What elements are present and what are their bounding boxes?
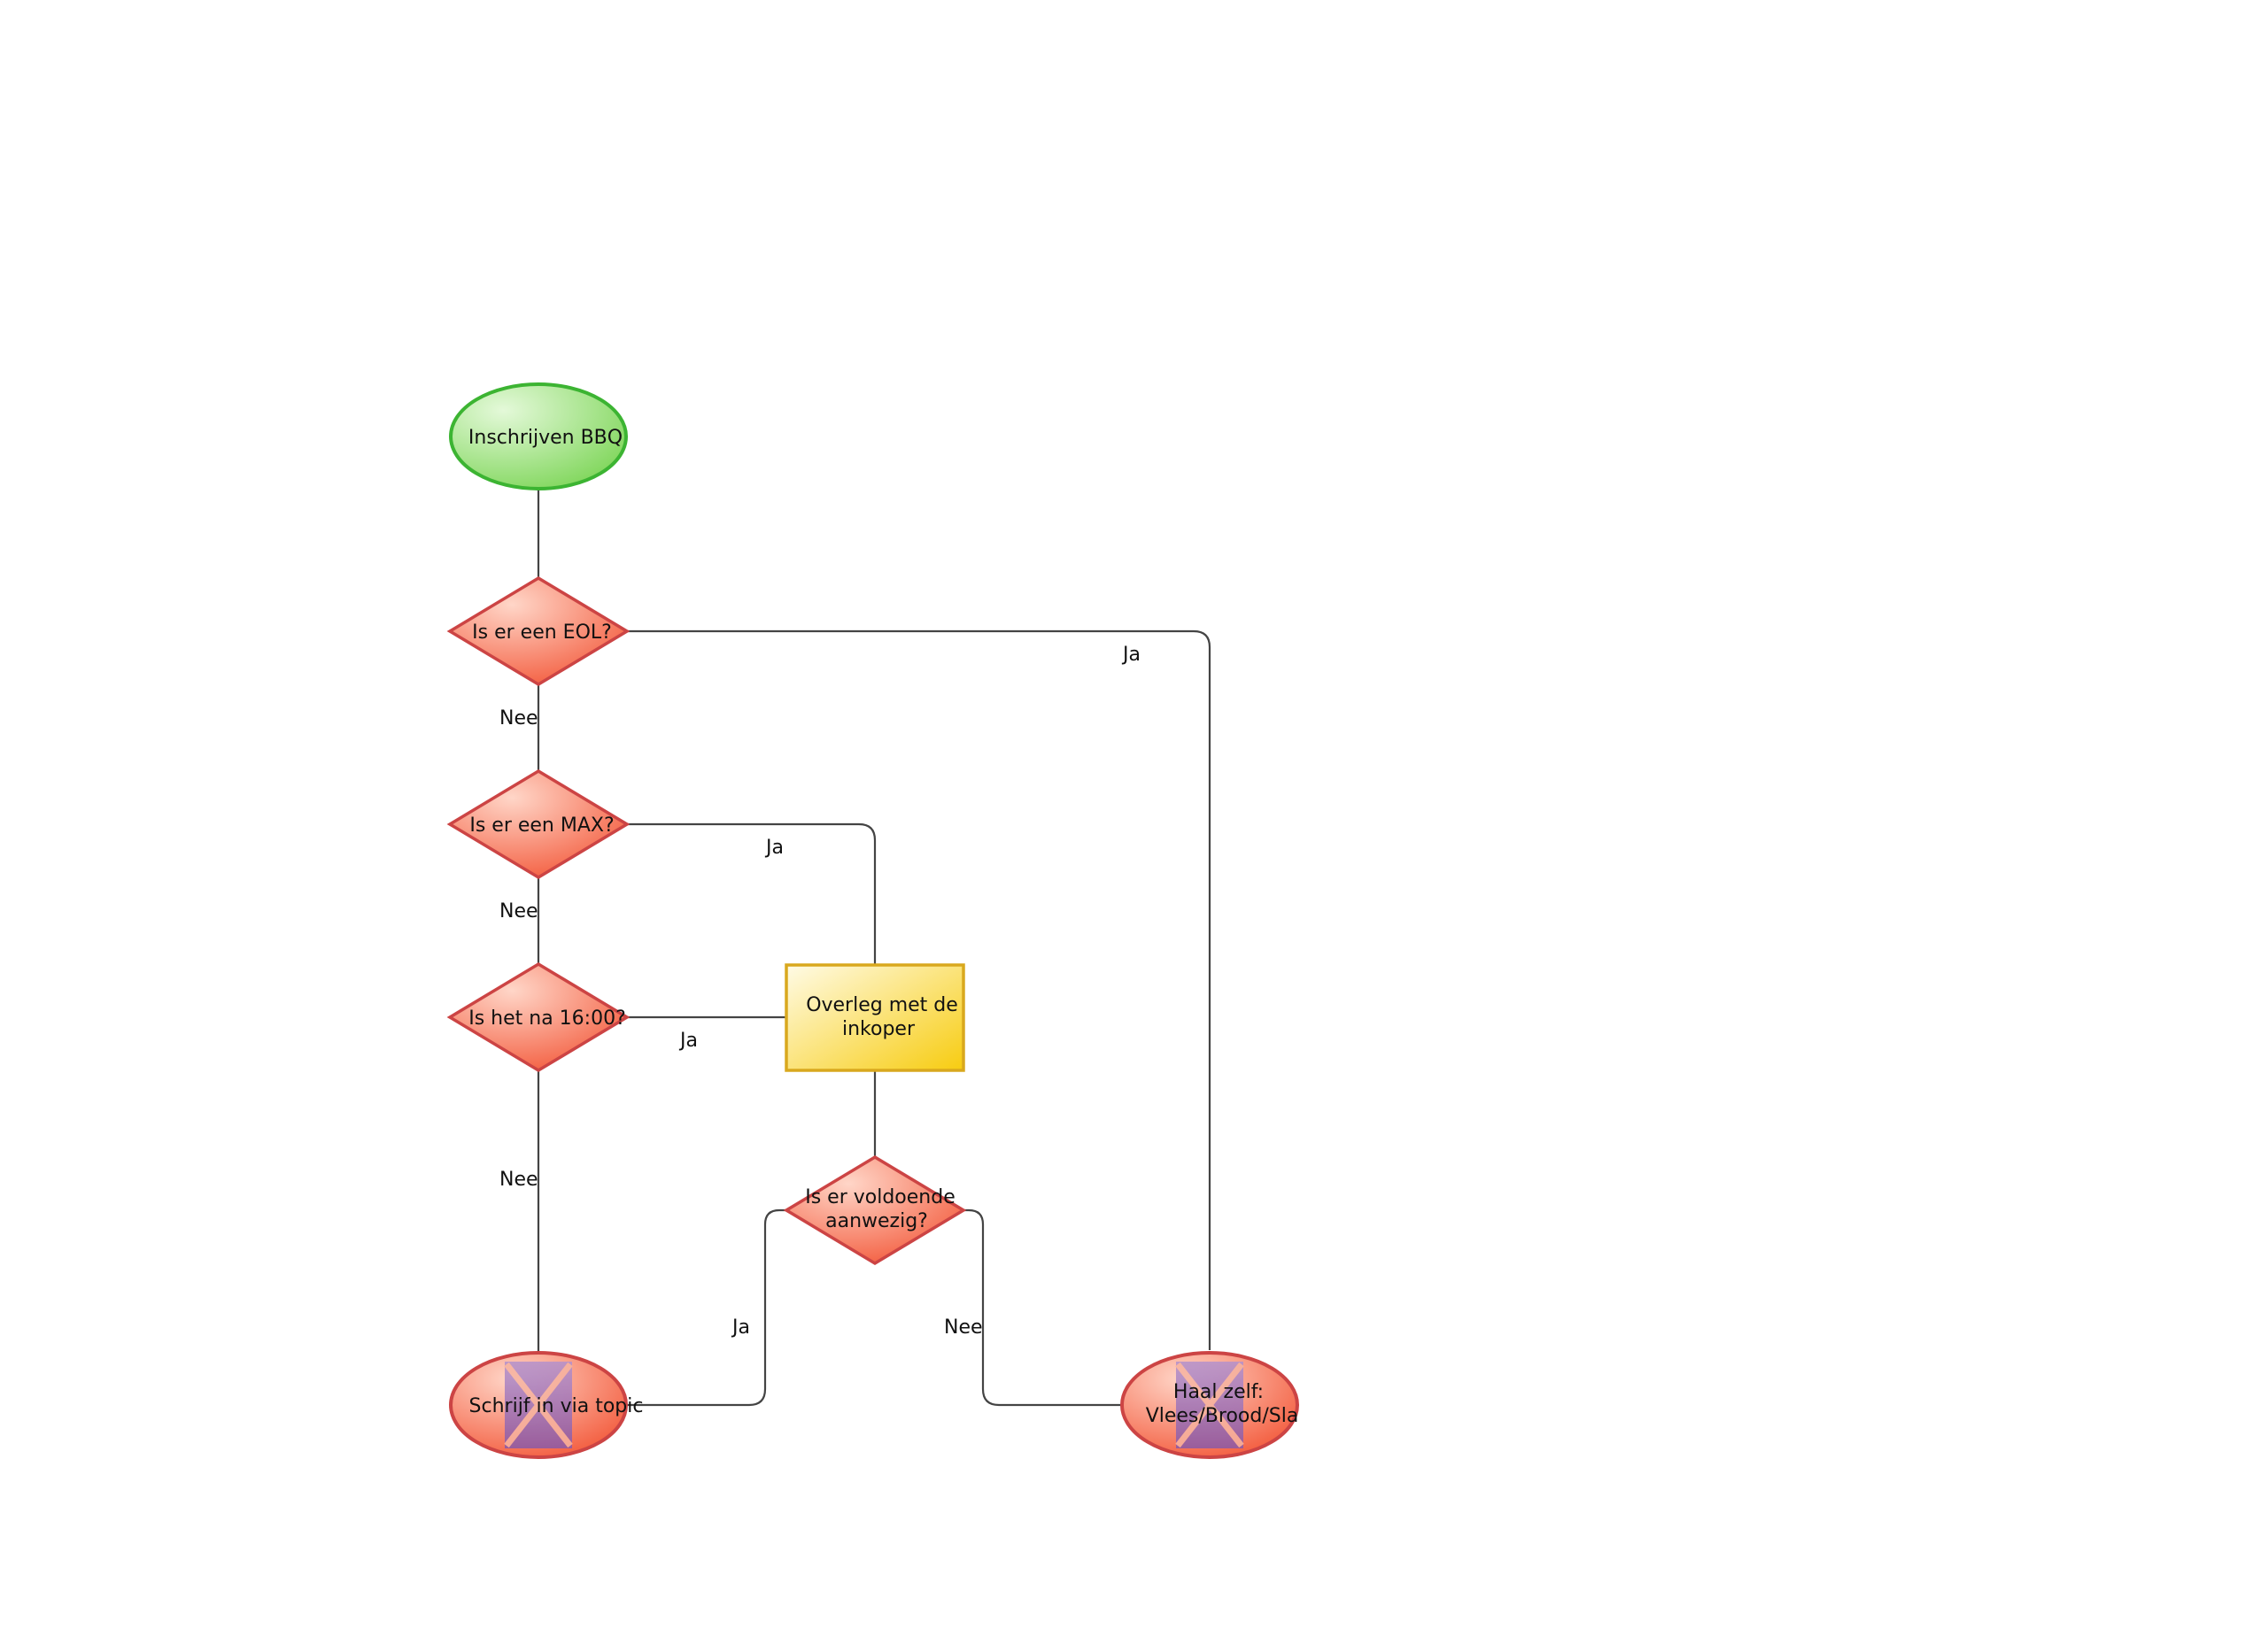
missing-image-icon	[504, 1362, 573, 1448]
edge-voldoende-ja-to-topic	[627, 1208, 786, 1407]
edge-label-max-ja: Ja	[764, 837, 784, 859]
edge-label-voldoende-nee: Nee	[944, 1316, 983, 1339]
node-start-label: Inschrijven BBQ	[468, 427, 623, 449]
node-end-topic-label: Schrijf in via topic	[469, 1395, 644, 1417]
node-decision-time[interactable]: Is het na 16:00?	[446, 961, 631, 1073]
node-decision-max-label: Is er een MAX?	[469, 814, 614, 837]
decision-max-diamond	[446, 768, 631, 880]
edge-voldoende-nee-to-haal	[963, 1208, 1121, 1407]
node-decision-max[interactable]: Is er een MAX?	[446, 768, 631, 880]
node-decision-eol-label: Is er een EOL?	[472, 621, 612, 644]
node-process-overleg[interactable]: Overleg met de inkoper	[785, 963, 965, 1072]
edges	[537, 490, 1211, 1407]
edge-label-time-ja: Ja	[678, 1030, 698, 1052]
node-end-haal-label-line2: Vlees/Brood/Sla	[1146, 1405, 1299, 1427]
node-decision-voldoende-label-line1: Is er voldoende	[805, 1186, 956, 1208]
node-decision-eol[interactable]: Is er een EOL?	[446, 575, 631, 687]
node-end-haal-label-line1: Haal zelf:	[1173, 1381, 1264, 1403]
node-start[interactable]: Inschrijven BBQ	[449, 382, 628, 490]
edge-eol-ja-to-haal	[627, 629, 1211, 1350]
node-decision-voldoende[interactable]: Is er voldoende aanwezig?	[783, 1154, 967, 1266]
decision-eol-diamond	[446, 575, 631, 687]
edge-label-eol-ja: Ja	[1121, 644, 1141, 666]
edge-label-voldoende-ja: Ja	[731, 1316, 750, 1339]
decision-time-diamond	[446, 961, 631, 1073]
missing-image-icon	[1175, 1362, 1244, 1448]
edge-label-eol-nee: Nee	[499, 707, 538, 730]
node-process-overleg-label-line1: Overleg met de	[806, 994, 958, 1016]
start-ellipse	[449, 382, 628, 490]
edge-label-time-nee: Nee	[499, 1169, 538, 1191]
node-process-overleg-label-line2: inkoper	[842, 1018, 916, 1040]
node-end-topic[interactable]: Schrijf in via topic	[449, 1351, 644, 1459]
node-decision-voldoende-label-line2: aanwezig?	[825, 1210, 928, 1232]
edge-max-ja-to-overleg	[627, 822, 877, 965]
edge-labels: Ja Nee Ja Nee Ja Nee Ja Nee	[499, 644, 1141, 1339]
node-end-haal[interactable]: Haal zelf: Vlees/Brood/Sla	[1120, 1351, 1299, 1459]
edge-label-max-nee: Nee	[499, 900, 538, 922]
node-decision-time-label: Is het na 16:00?	[468, 1007, 626, 1030]
process-overleg-rect	[785, 963, 965, 1072]
decision-voldoende-diamond	[783, 1154, 967, 1266]
